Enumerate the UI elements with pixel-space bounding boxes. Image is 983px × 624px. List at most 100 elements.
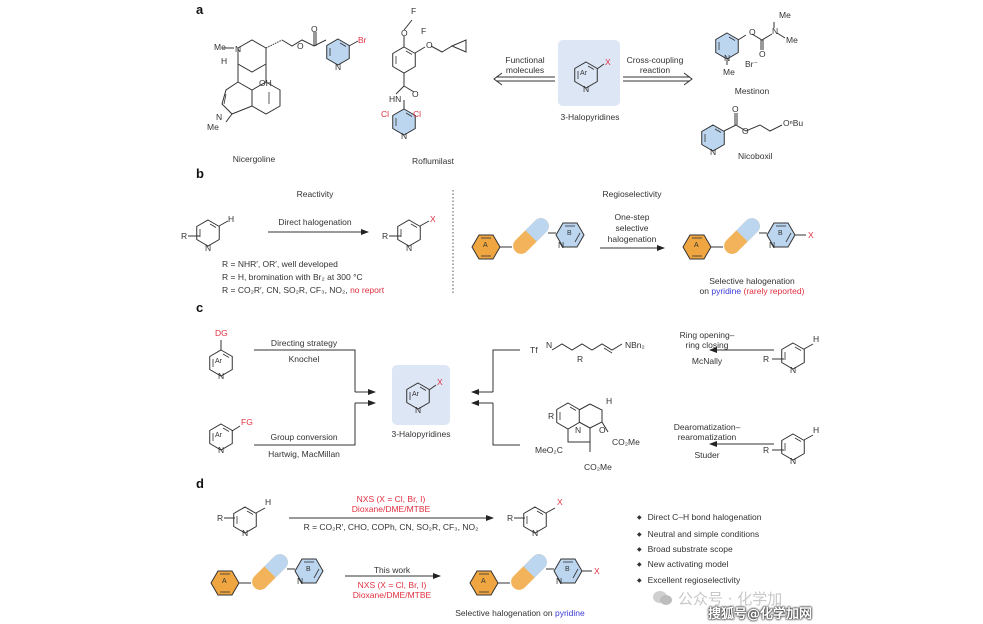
- atom-f: F: [411, 6, 417, 16]
- atom-r: R: [181, 231, 188, 241]
- c-center-label: 3-Halopyridines: [391, 429, 451, 439]
- atom-h: H: [606, 396, 613, 406]
- atom-x: X: [605, 57, 611, 67]
- atom-r: R: [382, 231, 389, 241]
- direct-halogenation-label: Direct halogenation: [278, 217, 352, 227]
- atom-n: N: [583, 84, 590, 94]
- atom-obu: OⁿBu: [783, 118, 804, 128]
- atom-h: H: [228, 214, 235, 224]
- atom-h: H: [813, 334, 820, 344]
- atom-o: O: [742, 126, 749, 136]
- ring-a-label: A: [481, 578, 486, 585]
- ring-b-label: B: [565, 566, 570, 573]
- functional-molecules-label-2: molecules: [505, 65, 545, 75]
- wechat-icon: [652, 590, 674, 606]
- atom-o: O: [311, 24, 318, 34]
- highlight-item: Neutral and simple conditions: [637, 529, 760, 539]
- atom-x: X: [594, 566, 600, 576]
- condition-3: R = CO₂R′, CN, SO₂R, CF₃, NO₂, no report: [222, 285, 384, 295]
- no-report-text: no report: [350, 285, 385, 295]
- atom-n: N: [532, 528, 539, 538]
- atom-cl: Cl: [413, 109, 422, 119]
- atom-n: N: [218, 445, 225, 455]
- atom-ar: Ar: [215, 432, 222, 439]
- co2me-label: CO₂Me: [584, 462, 612, 472]
- group-conversion-label: Group conversion: [270, 432, 338, 442]
- scope-label: R = CO₂R′, CHO, COPh, CN, SO₂R, CF₃, NO₂: [303, 522, 479, 532]
- outcome-line2: on pyridine (rarely reported): [700, 286, 805, 296]
- ring-a-label: A: [222, 578, 227, 585]
- double-arrow-right: [623, 72, 693, 86]
- meo2c-label: MeO₂C: [535, 445, 563, 455]
- atom-nbn2: NBn₂: [625, 340, 645, 350]
- oxazino-intermediate: [556, 402, 609, 452]
- atom-r: R: [548, 411, 555, 421]
- atom-r: R: [763, 354, 770, 364]
- atom-h: H: [813, 425, 820, 435]
- atom-n: N: [406, 243, 413, 253]
- atom-n: N: [335, 62, 342, 72]
- c-halopyridine-box: [392, 365, 450, 425]
- double-arrow-left: [493, 72, 555, 86]
- atom-ar: Ar: [412, 391, 419, 398]
- center-halopyridines-label: 3-Halopyridines: [560, 112, 620, 122]
- a-pill-b-substrate: [471, 214, 585, 260]
- ring-opening-label: Ring opening–: [679, 330, 735, 340]
- this-work-label: This work: [373, 565, 411, 575]
- atom-n: N: [710, 147, 717, 157]
- nxs-top-line2: Dioxane/DME/MTBE: [351, 504, 431, 514]
- atom-r: R: [577, 354, 584, 364]
- atom-x: X: [430, 214, 436, 224]
- hartwig-macmillan-label: Hartwig, MacMillan: [268, 449, 340, 459]
- mestinon-structure: [715, 22, 786, 65]
- outcome-line1: Selective halogenation: [709, 276, 795, 286]
- mcnally-label: McNally: [691, 356, 723, 366]
- atom-h: H: [221, 56, 228, 66]
- roflumilast-label: Roflumilast: [411, 156, 455, 166]
- atom-x: X: [808, 230, 814, 240]
- highlight-item: Broad substrate scope: [637, 544, 733, 554]
- ring-b-label: B: [306, 566, 311, 573]
- watermark-line2: 搜狐号@化学加网: [708, 607, 813, 622]
- d-pyridine-highlight: pyridine: [554, 608, 585, 618]
- atom-o: O: [749, 27, 756, 37]
- cross-coupling-label-2: reaction: [639, 65, 671, 75]
- a-pill-b-product-d: [469, 550, 592, 596]
- atom-me: Me: [786, 35, 798, 45]
- atom-cl: Cl: [381, 109, 390, 119]
- nicergoline-label: Nicergoline: [232, 154, 276, 164]
- atom-ar: Ar: [215, 358, 222, 365]
- atom-n: N: [205, 243, 212, 253]
- reactivity-title: Reactivity: [296, 189, 334, 199]
- panel-label-a: a: [196, 2, 204, 17]
- rarely-reported-note: (rarely reported): [741, 286, 805, 296]
- condition-3-text: R = CO₂R′, CN, SO₂R, CF₃, NO₂,: [222, 285, 351, 295]
- atom-tf: Tf: [530, 345, 538, 355]
- atom-n: N: [769, 240, 776, 250]
- d-outcome: Selective halogenation on pyridine: [455, 608, 585, 618]
- atom-n: N: [216, 112, 223, 122]
- atom-oh: OH: [259, 78, 272, 88]
- atom-me: Me: [207, 122, 219, 132]
- rearomatization-label: rearomatization: [677, 432, 737, 442]
- atom-o: O: [759, 49, 766, 59]
- nxs-top-line1: NXS (X = Cl, Br, I): [356, 494, 426, 504]
- regioselectivity-title: Regioselectivity: [602, 189, 662, 199]
- halogenation-label: halogenation: [607, 234, 657, 244]
- dearomatization-label: Dearomatization–: [673, 422, 741, 432]
- a-pill-b-product: [682, 214, 806, 260]
- atom-r: R: [763, 445, 770, 455]
- atom-o: O: [732, 104, 739, 114]
- co2me-label: CO₂Me: [612, 437, 640, 447]
- atom-o: O: [426, 40, 433, 50]
- atom-n: N: [724, 53, 731, 63]
- atom-br-minus: Br⁻: [745, 59, 758, 69]
- fg-label: FG: [241, 417, 253, 427]
- nicoboxil-label: Nicoboxil: [738, 151, 773, 161]
- highlight-item: Direct C–H bond halogenation: [637, 512, 762, 522]
- atom-n: N: [401, 131, 408, 141]
- atom-n: N: [790, 456, 797, 466]
- atom-n: N: [790, 365, 797, 375]
- atom-o: O: [599, 425, 606, 435]
